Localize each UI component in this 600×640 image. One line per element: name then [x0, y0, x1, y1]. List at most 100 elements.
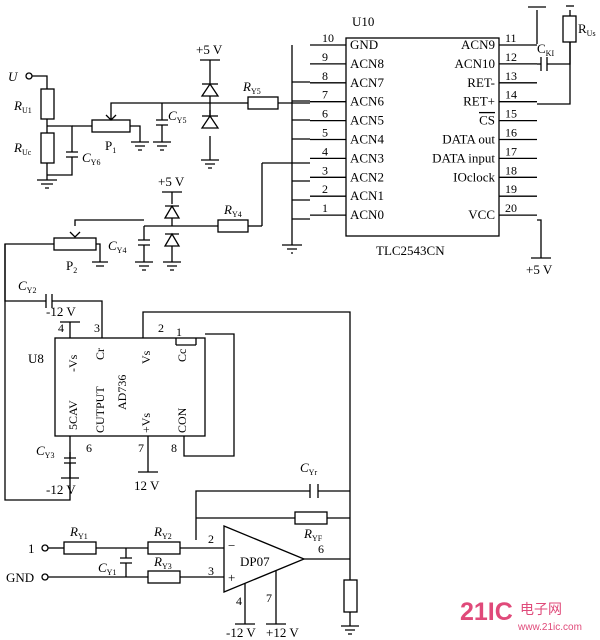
u10-pin-num-20: 20: [505, 201, 517, 215]
load-resistor: [343, 579, 358, 613]
m12v-bot-label: -12 V: [46, 482, 76, 497]
p1-ground: [130, 125, 149, 151]
u10-pin-name-11: ACN9: [461, 37, 495, 52]
u10-pin-name-10: GND: [350, 37, 378, 52]
clamp-ground: [201, 159, 219, 169]
tlc-right-external: RUs CKI +5 V: [526, 5, 596, 277]
tlc2543-body: [345, 37, 500, 237]
dp07-opamp: [223, 525, 306, 593]
ry1-resistor: [63, 541, 97, 555]
u10-pin-name-5: ACN4: [350, 132, 384, 147]
rus-label: RUs: [578, 21, 596, 38]
ry5-resistor: [247, 96, 279, 110]
u10-pin-name-8: ACN7: [350, 75, 384, 90]
m12v-top-label: -12 V: [46, 304, 76, 319]
p2-diode-lower-ground: [163, 233, 181, 271]
op-p12v-label: +12 V: [266, 625, 299, 640]
u10-pin-name-15: CS: [479, 113, 495, 128]
vcc-supply-label: +5 V: [526, 262, 553, 277]
p5v-b-label: +5 V: [158, 174, 185, 189]
ad736-body: [54, 337, 206, 437]
u10-pin-name-12: ACN10: [455, 56, 495, 71]
cy4-label: CY4: [108, 238, 126, 255]
ad736-part-label: AD736: [115, 375, 129, 410]
p2-diode-upper: [163, 204, 181, 219]
p5v-b-stub: [162, 191, 182, 204]
ad736-pin-num-3: 3: [94, 321, 100, 335]
p5v-a-label: +5 V: [196, 42, 223, 57]
ry3-label: RY3: [153, 554, 172, 571]
cy2-label: CY2: [18, 278, 36, 295]
u10-pin-num-10: 10: [322, 31, 334, 45]
watermark-url: www.21ic.com: [517, 622, 582, 633]
ry3-resistor: [147, 570, 181, 584]
ru1-resistor: [40, 88, 55, 120]
u10-pin-name-9: ACN8: [350, 56, 384, 71]
p2-potentiometer: [53, 237, 97, 251]
u10-pin-num-11: 11: [505, 31, 517, 45]
ad736-pin-num-8: 8: [171, 441, 177, 455]
u10-pin-name-13: RET-: [467, 75, 495, 90]
acn9-ground-wire: [528, 6, 546, 44]
cy6-label: CY6: [82, 150, 100, 167]
opamp-vpos-wire: [266, 571, 286, 625]
ryf-label: RYF: [303, 526, 323, 543]
u10-part-label: TLC2543CN: [376, 243, 445, 258]
opamp-pin-2: 2: [208, 532, 214, 546]
u10-pin-name-20: VCC: [468, 207, 495, 222]
u10-pin-num-17: 17: [505, 144, 517, 158]
gnd-terminal[interactable]: [41, 573, 49, 581]
acn3-wire: [261, 162, 310, 226]
u10-pin-num-14: 14: [505, 88, 517, 102]
u10-pin-num-1: 1: [322, 201, 328, 215]
ryf-resistor: [294, 511, 328, 525]
u10-ref-label: U10: [352, 14, 374, 29]
rus-resistor: [562, 15, 577, 43]
cy5-label: CY5: [168, 108, 186, 125]
p1-wiper-arrow: [105, 110, 117, 121]
cyr-capacitor: [309, 484, 319, 498]
u10-pin-num-12: 12: [505, 50, 517, 64]
in1-terminal[interactable]: [41, 544, 49, 552]
u10-pin-name-16: DATA out: [442, 132, 495, 147]
ad736-pin-num-7: 7: [138, 441, 144, 455]
ruc-ground: [37, 163, 57, 189]
clamp-diode-upper: [200, 82, 220, 97]
ad736-pin-cr: Cr: [93, 348, 107, 360]
ry4-label: RY4: [223, 202, 242, 219]
ad736-chip: U8 AD736 -Vs Cr Vs Cc 5CAV CUTPUT +Vs CO…: [4, 244, 351, 600]
p1-label: P1: [105, 138, 116, 155]
u10-pin-num-7: 7: [322, 88, 328, 102]
dp07-label: DP07: [240, 554, 270, 569]
ruc-resistor: [40, 132, 55, 164]
u8-ref-label: U8: [28, 351, 44, 366]
u10-pin-num-8: 8: [322, 69, 328, 83]
u10-pin-num-6: 6: [322, 107, 328, 121]
ry4-resistor: [217, 219, 249, 233]
p2-diode-lower: [163, 232, 181, 247]
p1-wiper-wire: [110, 102, 240, 110]
p12v-label: 12 V: [134, 478, 160, 493]
u10-pin-name-14: RET+: [463, 94, 495, 109]
u10-pin-num-9: 9: [322, 50, 328, 64]
ad736-vs-wire: [142, 311, 351, 600]
gnd-input-label: GND: [6, 570, 34, 585]
watermark-logo: 21IC 电子网 www.21ic.com: [460, 598, 582, 633]
ad736-pin-num-1: 1: [176, 325, 182, 339]
ry1-label: RY1: [69, 524, 88, 541]
ad736-pin-vs-neg: -Vs: [66, 354, 80, 372]
opamp-pin-7: 7: [266, 591, 272, 605]
ad736-cr-wire: [4, 244, 103, 338]
ad736-pin-vs-pos: +Vs: [139, 413, 153, 433]
tlc-left-wiring: [261, 45, 310, 254]
u10-pin-num-16: 16: [505, 126, 517, 140]
ry2-label: RY2: [153, 524, 172, 541]
ad736-pin-cutput: CUTPUT: [93, 386, 107, 433]
ad736-pin-num-2: 2: [158, 321, 164, 335]
u10-pin-name-1: ACN0: [350, 207, 384, 222]
u-input-terminal[interactable]: [25, 72, 33, 80]
p2-wiper-arrow: [69, 231, 81, 238]
p2-wiper-wire: [74, 219, 144, 226]
